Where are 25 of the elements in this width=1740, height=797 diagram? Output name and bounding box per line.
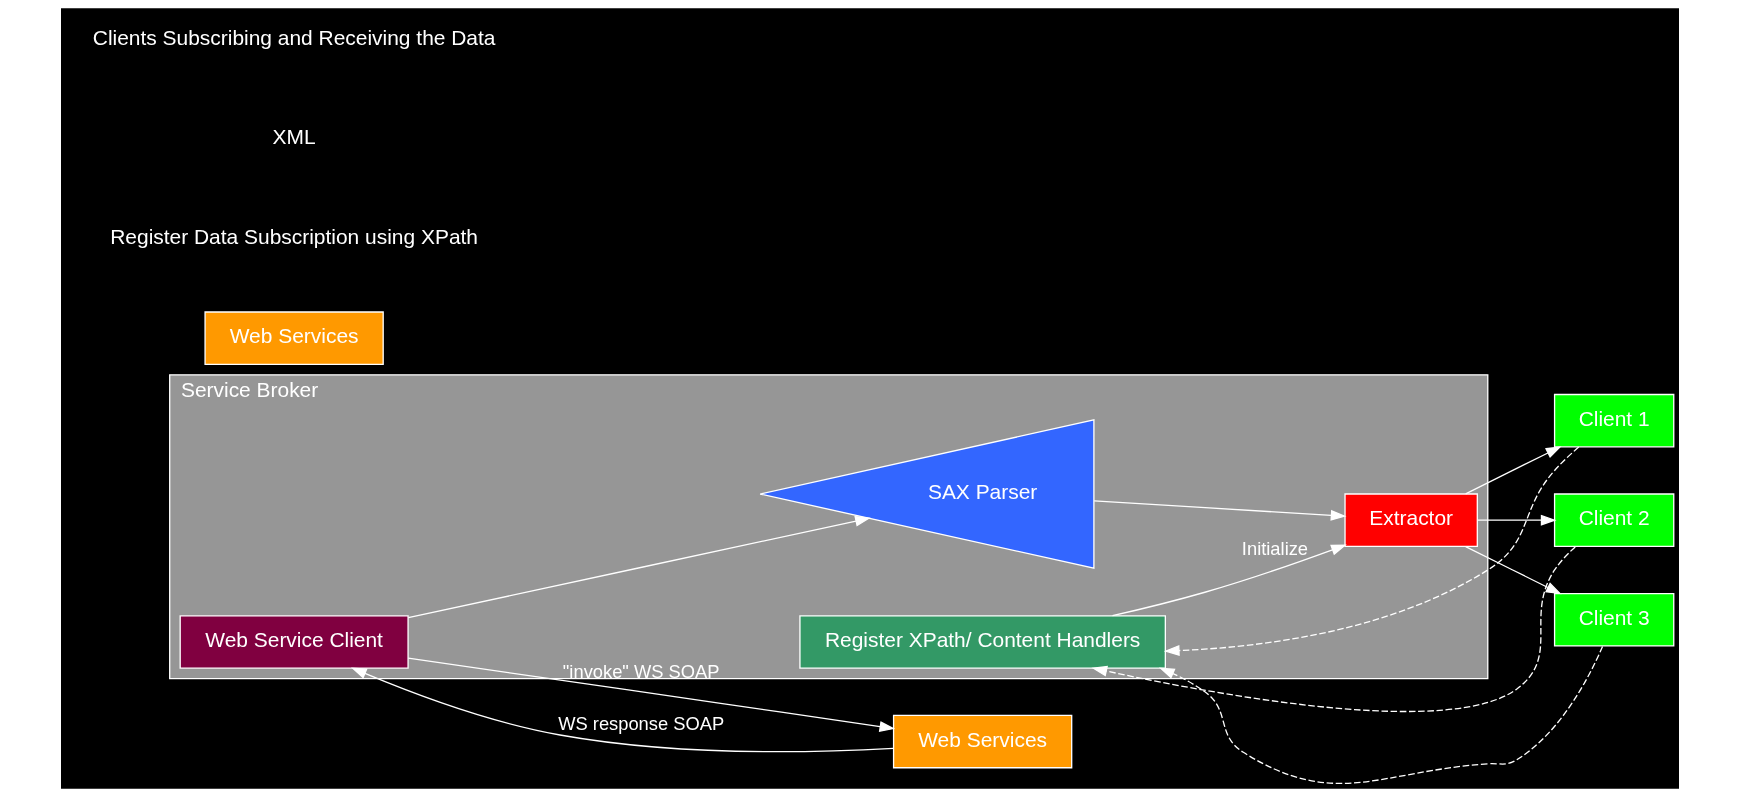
label: Clients Subscribing and Receiving the Data [92, 25, 496, 49]
node-box: Web Service Client [179, 615, 409, 669]
arrow [1158, 645, 1604, 785]
node-box: Extractor [1344, 493, 1478, 548]
arrow [407, 515, 871, 619]
arrow [1476, 514, 1557, 526]
arrow [1091, 546, 1576, 713]
arrow [1093, 500, 1347, 521]
label: XML [272, 125, 316, 149]
node-box: Client 2 [1553, 493, 1675, 548]
arrow [1465, 545, 1562, 595]
arrow [1163, 446, 1580, 657]
arrow [1465, 446, 1562, 495]
label: Register Data Subscription using XPath [110, 224, 479, 248]
node-box: Register XPath/ Content Handlers [799, 615, 1166, 669]
node-box: Client 1 [1553, 393, 1675, 448]
arrow [351, 667, 895, 753]
arrow [1111, 544, 1347, 617]
edge-label: "invoke" WS SOAP [562, 660, 720, 682]
arrow [407, 657, 896, 733]
node-box: Web Services [204, 311, 384, 365]
node-box: Web Services [892, 714, 1073, 769]
node-box: Client 3 [1553, 592, 1675, 647]
edge-label: WS response SOAP [558, 713, 725, 735]
edge-label: Initialize [1241, 537, 1309, 559]
